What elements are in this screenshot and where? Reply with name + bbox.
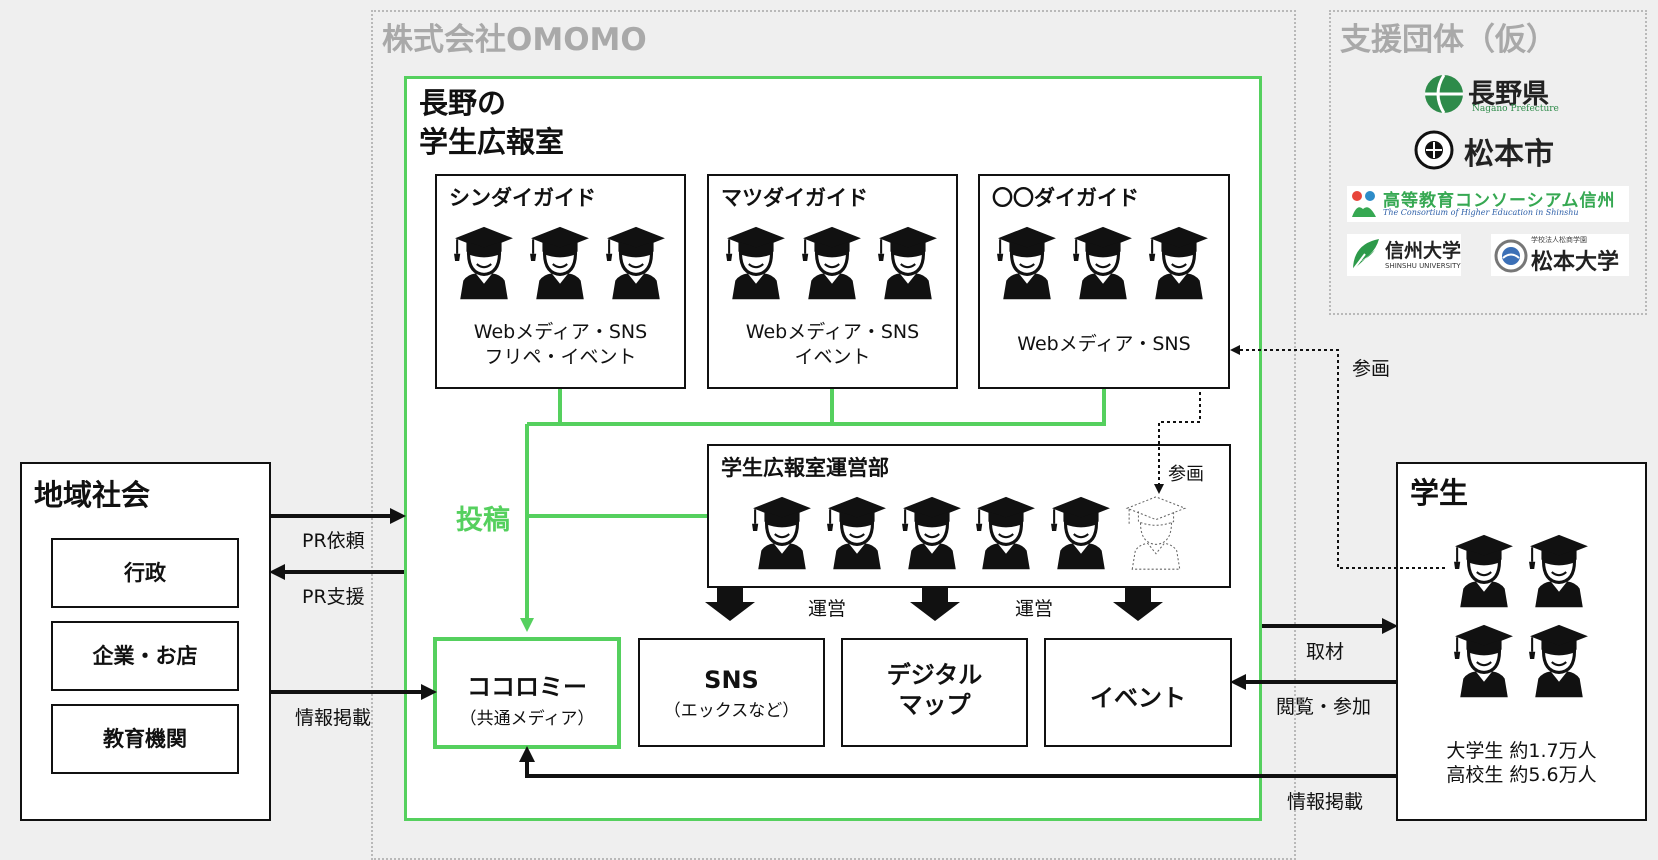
operations-participate-label: 参画: [1168, 464, 1204, 485]
post-connector: [520, 389, 1106, 632]
post-label: 投稿: [456, 505, 510, 536]
guide-media-text: Webメディア・SNS フリペ・イベント: [437, 320, 684, 370]
community-item-business: 企業・お店: [51, 621, 239, 691]
students-box: 学生 大学生 約1.7万人 高校生 約5.6万人: [1396, 462, 1647, 821]
students-title: 学生: [1410, 476, 1469, 510]
community-title: 地域社会: [34, 478, 151, 512]
matsumoto-university-logo: 学校法人松商学園 松本大学: [1491, 234, 1629, 276]
sns-box: SNS （エックスなど）: [638, 638, 825, 747]
community-info-post-label: 情報掲載: [295, 707, 372, 729]
cocolomi-title: ココロミー: [467, 673, 587, 701]
students-info-post-arrow: [519, 746, 1396, 778]
digital-map-line2: マップ: [898, 691, 971, 719]
guide-media-line1: Webメディア・SNS: [473, 321, 648, 343]
student-pr-room-title: 長野の 学生広報室: [419, 84, 564, 162]
shinshu-leaf-icon: [1352, 239, 1379, 271]
students-participate-label: 参画: [1352, 358, 1391, 380]
operate-label-2: 運営: [1015, 598, 1054, 620]
student-pr-room-title-line2: 学生広報室: [419, 125, 565, 159]
sns-title: SNS: [704, 666, 759, 694]
sns-sub: （エックスなど）: [663, 701, 800, 721]
guide-media-line1: Webメディア・SNS: [745, 321, 920, 343]
browse-participate-label: 閲覧・参加: [1276, 696, 1372, 718]
consortium-name: 高等教育コンソーシアム信州: [1383, 191, 1616, 211]
operate-down-arrows: [705, 588, 1163, 621]
guide-media-line2: フリペ・イベント: [484, 346, 637, 368]
support-orgs-container: [1329, 10, 1647, 315]
matsumoto-city-logo: 松本市: [1414, 128, 1564, 172]
guide-box-shindai: シンダイガイド Webメディア・SNS フリペ・イベント: [435, 174, 686, 389]
guide-box-matsudai: マツダイガイド Webメディア・SNS イベント: [707, 174, 958, 389]
consortium-logo: 高等教育コンソーシアム信州 The Consortium of Higher E…: [1347, 186, 1629, 222]
cocolomi-box: ココロミー （共通メディア）: [433, 637, 621, 749]
support-orgs-title: 支援団体（仮）: [1340, 22, 1557, 58]
matsumoto-university-emblem-icon: [1494, 239, 1528, 273]
shinshu-university-name: 信州大学: [1385, 240, 1462, 262]
pr-support-label: PR支援: [302, 586, 365, 608]
shinshu-university-logo: 信州大学 SHINSHU UNIVERSITY: [1347, 234, 1461, 276]
matsumoto-university-name: 松本大学: [1531, 250, 1620, 275]
nagano-prefecture-logo: 長野県 Nagano Prefecture: [1424, 72, 1564, 116]
guide-media-line2: イベント: [794, 346, 871, 368]
students-participate-dotted-arrow: [1230, 345, 1445, 569]
students-counts: 大学生 約1.7万人 高校生 約5.6万人: [1398, 739, 1645, 787]
ops-participate-dotted-arrow: [1154, 392, 1201, 494]
consortium-figures-icon: [1352, 191, 1376, 217]
guide-media-text: Webメディア・SNS: [980, 332, 1228, 357]
operate-label-1: 運営: [808, 598, 847, 620]
guide-media-text: Webメディア・SNS イベント: [709, 320, 956, 370]
nagano-prefecture-sub: Nagano Prefecture: [1472, 104, 1559, 114]
operations-department-title: 学生広報室運営部: [721, 456, 889, 480]
matsumoto-university-sub: 学校法人松商学園: [1531, 236, 1587, 244]
students-high-count: 高校生 約5.6万人: [1446, 764, 1597, 786]
coverage-label: 取材: [1306, 641, 1345, 663]
student-pr-room-title-line1: 長野の: [419, 86, 507, 120]
pr-request-label: PR依頼: [302, 530, 365, 552]
consortium-sub: The Consortium of Higher Education in Sh…: [1383, 208, 1579, 217]
nagano-prefecture-emblem-icon: [1425, 74, 1463, 114]
community-item-education: 教育機関: [51, 704, 239, 774]
students-univ-count: 大学生 約1.7万人: [1446, 740, 1597, 762]
guide-title: マツダイガイド: [721, 186, 868, 210]
digital-map-line1: デジタル: [886, 661, 983, 689]
matsumoto-city-name: 松本市: [1464, 137, 1554, 172]
event-title: イベント: [1090, 684, 1186, 712]
digital-map-box: デジタル マップ: [841, 638, 1028, 747]
event-box: イベント: [1044, 638, 1232, 747]
matsumoto-city-emblem-icon: [1414, 130, 1454, 170]
guide-title: シンダイガイド: [449, 186, 596, 210]
omomo-title: 株式会社OMOMO: [382, 22, 647, 58]
operations-department-box: 学生広報室運営部 参画: [707, 444, 1231, 588]
guide-media-line1: Webメディア・SNS: [1017, 333, 1191, 355]
guide-box-other: 〇〇ダイガイド Webメディア・SNS: [978, 174, 1230, 389]
guide-title: 〇〇ダイガイド: [992, 186, 1139, 210]
community-item-government: 行政: [51, 538, 239, 608]
shinshu-university-sub: SHINSHU UNIVERSITY: [1385, 262, 1461, 270]
cocolomi-sub: （共通メディア）: [459, 709, 595, 729]
nagano-prefecture-name: 長野県: [1468, 79, 1549, 110]
students-info-post-label: 情報掲載: [1287, 791, 1364, 813]
